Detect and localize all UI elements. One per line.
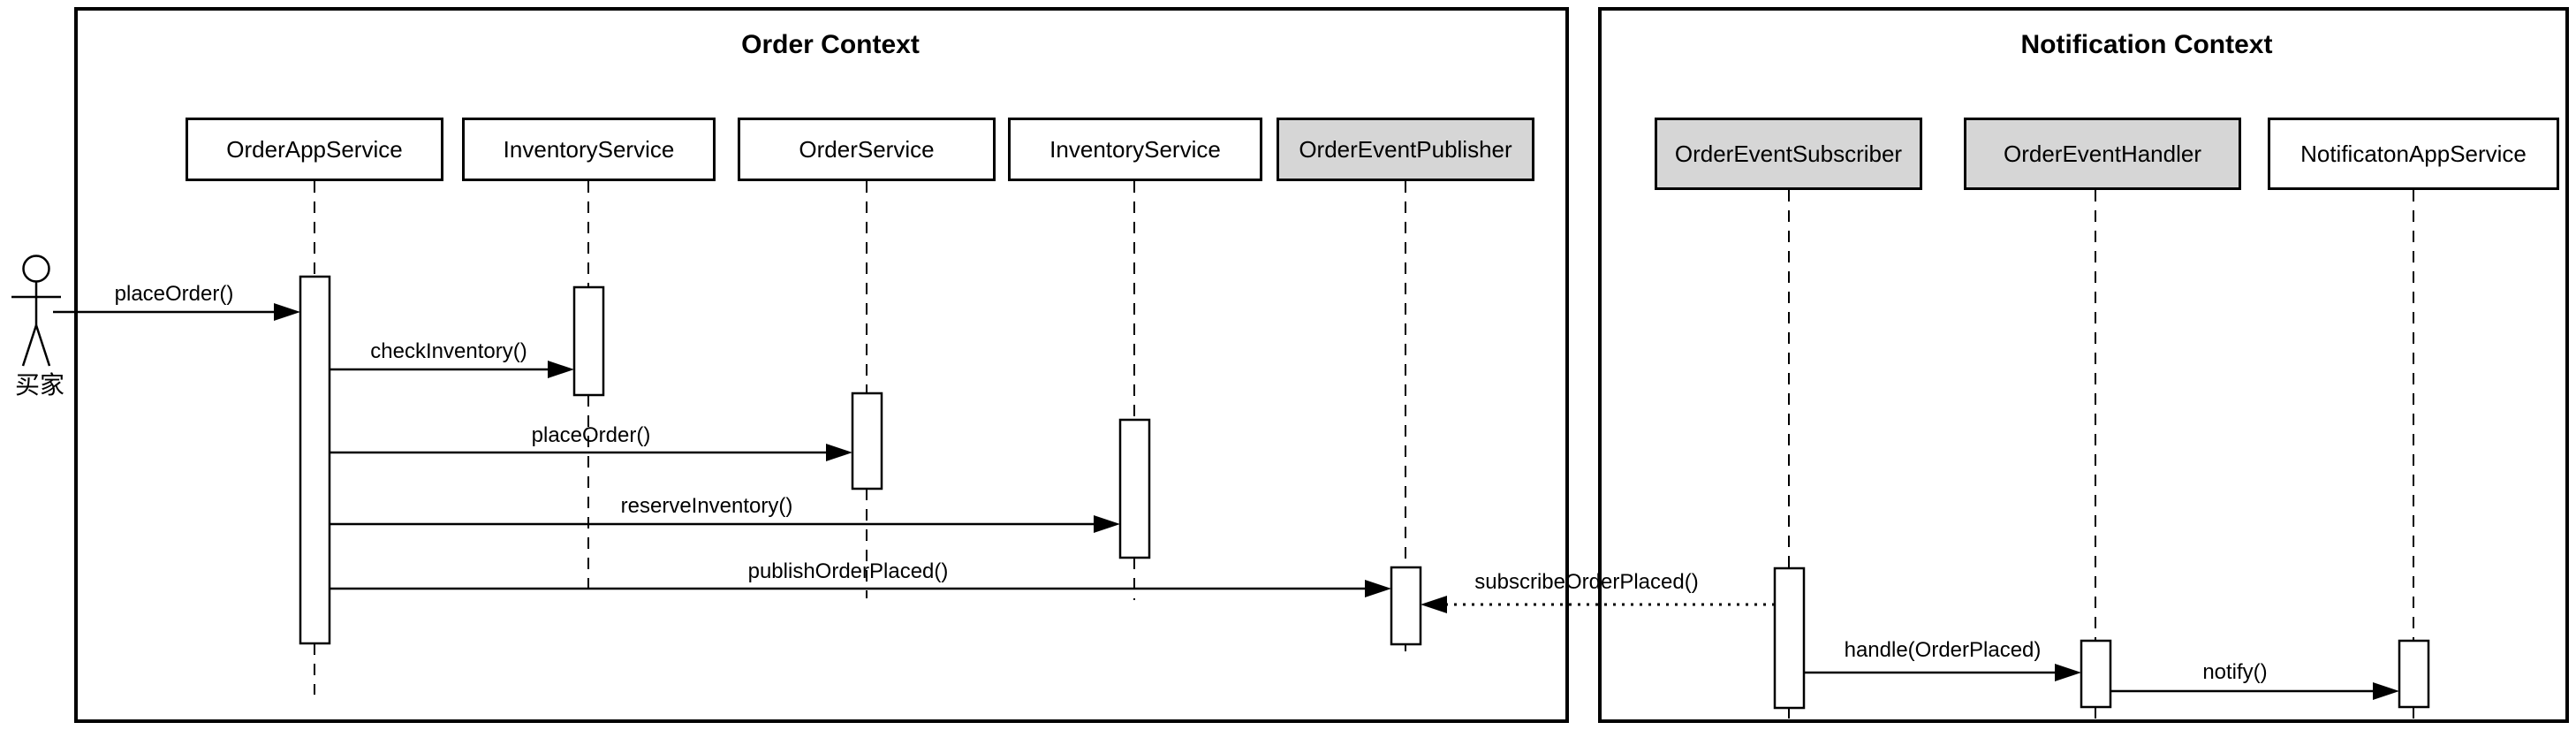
activation-ordereventsubscriber (1773, 567, 1806, 710)
participant-label: OrderAppService (226, 135, 403, 163)
message-label-subscribeorderplaced: subscribeOrderPlaced() (1474, 570, 1699, 594)
activation-ordereventhandler (2080, 639, 2112, 709)
activation-ordereventpublisher (1390, 566, 1422, 646)
arrow-placeorder-orderservice (330, 444, 852, 461)
participant-orderservice: OrderService (738, 118, 996, 181)
participant-label: OrderEventHandler (2004, 140, 2201, 167)
message-arrows (53, 303, 2399, 700)
activation-bars (299, 275, 2430, 710)
order-context-title: Order Context (741, 30, 920, 59)
activation-notificatonappservice (2398, 639, 2430, 709)
activation-inventoryservice2 (1118, 418, 1151, 559)
arrow-publishorderplaced (330, 580, 1391, 597)
participant-ordereventpublisher: OrderEventPublisher (1277, 118, 1534, 181)
activation-inventoryservice1 (572, 285, 605, 397)
message-label-checkinventory: checkInventory() (370, 339, 527, 363)
actor-label: 买家 (14, 371, 65, 399)
activation-orderservice (851, 392, 883, 490)
arrow-handleorderplaced (1804, 664, 2081, 681)
actor-head (22, 255, 50, 283)
participant-ordereventsubscriber: OrderEventSubscriber (1655, 118, 1922, 190)
message-label-placeorder-actor: placeOrder() (114, 282, 234, 306)
actor-leg-left (21, 324, 38, 367)
participant-label: NotificatonAppService (2300, 140, 2527, 167)
participant-inventoryservice-1: InventoryService (462, 118, 716, 181)
notification-context-box (1598, 7, 2569, 723)
actor-leg-right (34, 324, 51, 367)
message-label-publishorderplaced: publishOrderPlaced() (747, 559, 949, 583)
participant-label: InventoryService (503, 135, 675, 163)
order-context-box (74, 7, 1569, 723)
message-label-handleorderplaced: handle(OrderPlaced) (1844, 638, 2042, 662)
participant-label: OrderService (799, 135, 935, 163)
participant-ordereventhandler: OrderEventHandler (1964, 118, 2241, 190)
notification-context-title: Notification Context (2020, 30, 2273, 59)
lifelines (314, 181, 2414, 719)
participant-label: OrderEventPublisher (1299, 135, 1512, 163)
participant-label: OrderEventSubscriber (1674, 140, 1903, 167)
activation-orderappservice (299, 275, 331, 645)
actor-figure (11, 255, 61, 367)
arrow-checkinventory (330, 361, 574, 378)
message-label-reserveinventory: reserveInventory() (620, 494, 793, 518)
participant-label: InventoryService (1049, 135, 1221, 163)
participant-notificatonappservice: NotificatonAppService (2268, 118, 2559, 190)
arrow-subscribeorderplaced (1421, 596, 1775, 613)
participant-orderappservice: OrderAppService (186, 118, 443, 181)
arrow-placeorder-actor (53, 303, 300, 321)
participant-inventoryservice-2: InventoryService (1008, 118, 1262, 181)
message-label-placeorder-orderservice: placeOrder() (531, 423, 651, 447)
arrow-reserveinventory (330, 515, 1120, 533)
arrow-notify (2110, 682, 2399, 700)
message-label-notify: notify() (2202, 660, 2268, 684)
